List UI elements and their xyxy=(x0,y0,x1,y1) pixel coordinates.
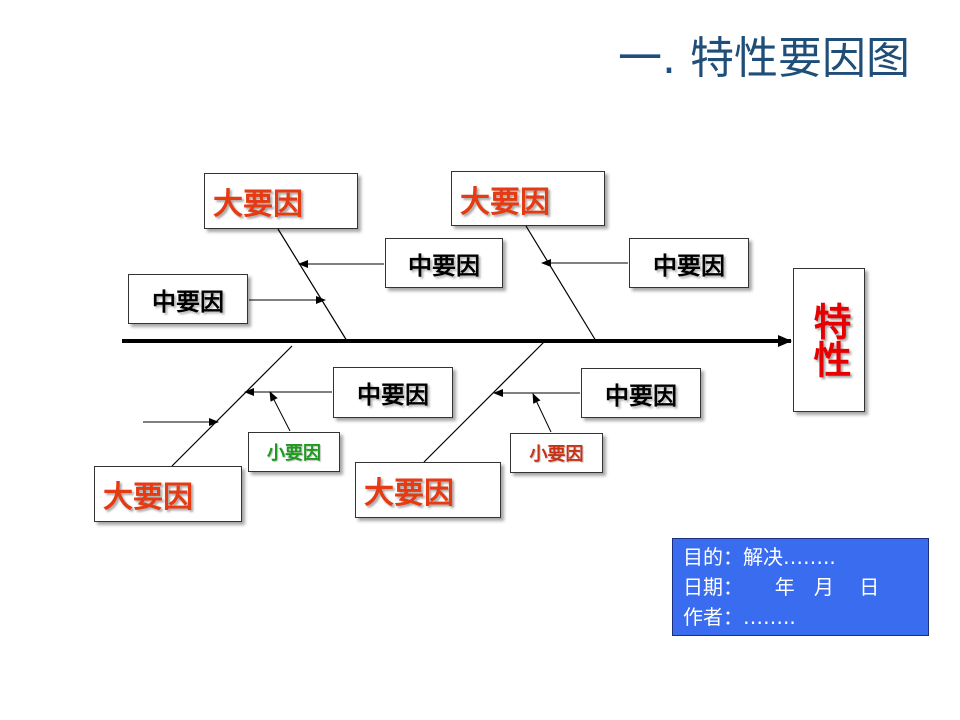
major-cause-box: 大要因 xyxy=(94,466,242,522)
major-cause-box: 大要因 xyxy=(355,462,501,518)
middle-cause-box: 中要因 xyxy=(385,238,503,288)
middle-cause-box: 中要因 xyxy=(629,238,749,288)
page-title: 一. 特性要因图 xyxy=(618,33,910,84)
bone-lower-right xyxy=(423,341,545,463)
bone-lower-left xyxy=(171,345,293,467)
info-box: 目的：解决…….. 日期： 年 月 日 作者：…….. xyxy=(672,538,929,636)
major-cause-box: 大要因 xyxy=(451,171,605,226)
date-line: 日期： 年 月 日 xyxy=(683,575,880,599)
arrow-minor-1 xyxy=(269,391,291,432)
minor-cause-box: 小要因 xyxy=(248,432,340,472)
author-line: 作者：…….. xyxy=(683,605,796,629)
middle-cause-box: 中要因 xyxy=(581,368,701,418)
middle-cause-box: 中要因 xyxy=(128,274,248,324)
bone-upper-left xyxy=(277,228,348,342)
minor-cause-box: 小要因 xyxy=(510,433,603,473)
major-cause-box: 大要因 xyxy=(204,173,358,229)
purpose-line: 目的：解决…….. xyxy=(683,545,836,569)
characteristic-box: 特性 xyxy=(793,268,865,412)
bone-upper-right xyxy=(525,225,597,342)
middle-cause-box: 中要因 xyxy=(333,367,453,418)
arrow-minor-2 xyxy=(532,393,552,433)
